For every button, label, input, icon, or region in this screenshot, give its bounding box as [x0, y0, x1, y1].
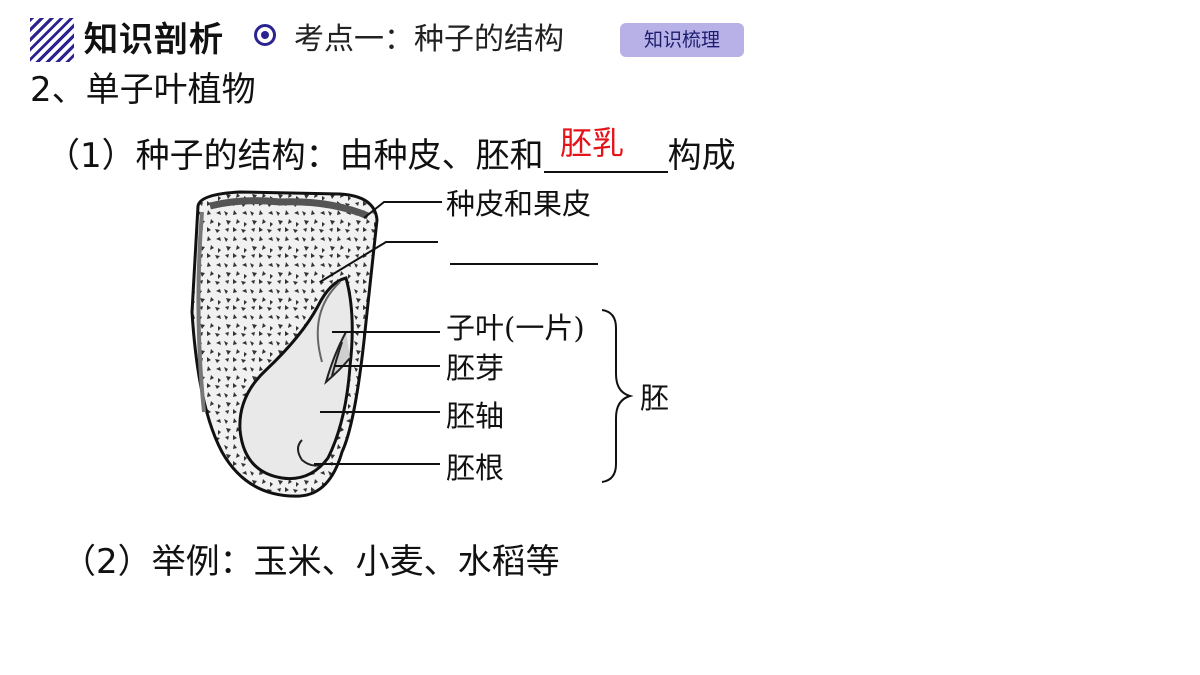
embryo-brace [601, 309, 634, 483]
subsection-heading: 2、单子叶植物 [30, 70, 256, 110]
label-hypocotyl: 胚轴 [446, 399, 504, 433]
radicle-shape [297, 439, 327, 467]
label-embryo: 胚 [640, 381, 669, 415]
label-cotyledon: 子叶(一片) [446, 311, 585, 345]
label-seed-coat: 种皮和果皮 [446, 187, 591, 221]
topic-title: 考点一：种子的结构 [294, 22, 564, 57]
section-hatch-icon [30, 18, 74, 62]
corn-seed-diagram: 种皮和果皮 子叶(一片) 胚芽 胚轴 胚根 胚 [190, 187, 669, 498]
answer-blank [543, 137, 668, 173]
structure-prefix: （1）种子的结构：由种皮、胚和 [46, 136, 544, 176]
structure-suffix: 构成 [667, 136, 736, 176]
structure-sentence: （1）种子的结构：由种皮、胚和 构成 [46, 128, 736, 177]
knowledge-review-button[interactable]: 知识梳理 [620, 23, 744, 57]
example-sentence: （2）举例：玉米、小麦、水稻等 [62, 542, 560, 582]
label-plumule: 胚芽 [446, 351, 504, 385]
topic-radio-icon [254, 24, 276, 46]
label-radicle: 胚根 [446, 451, 504, 485]
answer-text: 胚乳 [560, 124, 625, 162]
section-title: 知识剖析 [84, 20, 224, 60]
